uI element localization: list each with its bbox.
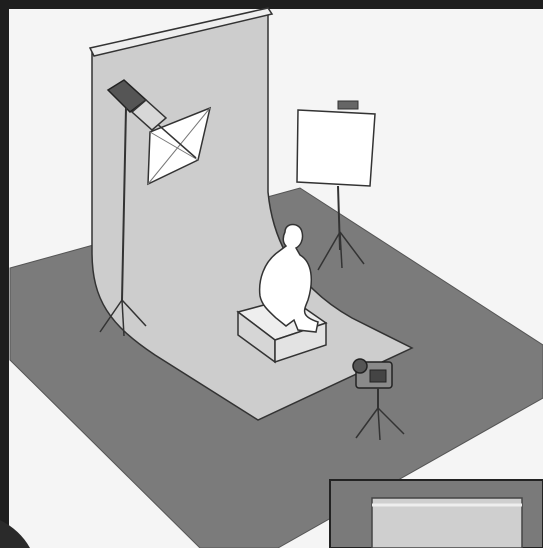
inset-preview	[330, 480, 543, 548]
